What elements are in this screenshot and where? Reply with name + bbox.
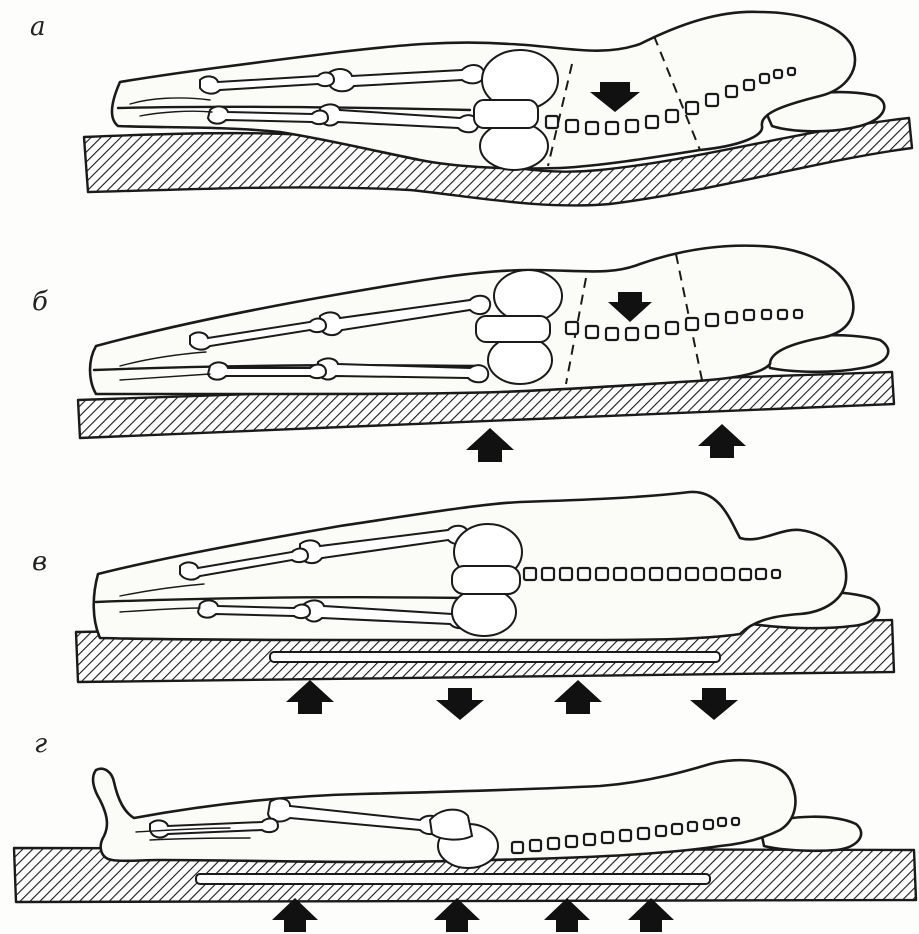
panel-b-up-arrow-2 xyxy=(698,424,746,458)
panel-c-pelvis-lower xyxy=(452,588,516,636)
panel-b-pelvis-upper xyxy=(494,270,562,322)
panel-d-hip xyxy=(430,810,472,840)
panel-c-up-arrow-1 xyxy=(286,680,334,714)
panel-d-up-arrow-2 xyxy=(434,898,480,932)
panel-a-pelvis-lower xyxy=(480,122,548,170)
panel-c-spine xyxy=(524,568,780,580)
panel-b-sacrum xyxy=(476,316,550,342)
panel-b: б xyxy=(32,246,894,462)
panel-c-up-arrow-2 xyxy=(554,680,602,714)
panel-a-sacrum xyxy=(474,100,538,128)
panel-d-up-arrow-3 xyxy=(544,898,590,932)
panel-c-sacrum xyxy=(452,566,520,594)
panel-d-board xyxy=(196,874,710,884)
panel-b-label: б xyxy=(32,287,48,317)
panel-a: а xyxy=(30,12,912,206)
panel-d-label: г xyxy=(34,729,47,759)
panel-d-up-arrow-4 xyxy=(628,898,674,932)
panel-b-up-arrow-1 xyxy=(466,428,514,462)
panel-a-label: а xyxy=(30,12,46,42)
panel-c-board xyxy=(270,652,720,662)
panel-d: г xyxy=(14,729,916,932)
panel-c-down-arrow-1 xyxy=(436,688,484,720)
panel-c: в xyxy=(32,492,894,720)
panel-b-pelvis-lower xyxy=(488,336,552,384)
panel-d-up-arrow-1 xyxy=(272,898,318,932)
panel-c-down-arrow-2 xyxy=(690,688,738,720)
panel-c-label: в xyxy=(32,547,47,577)
